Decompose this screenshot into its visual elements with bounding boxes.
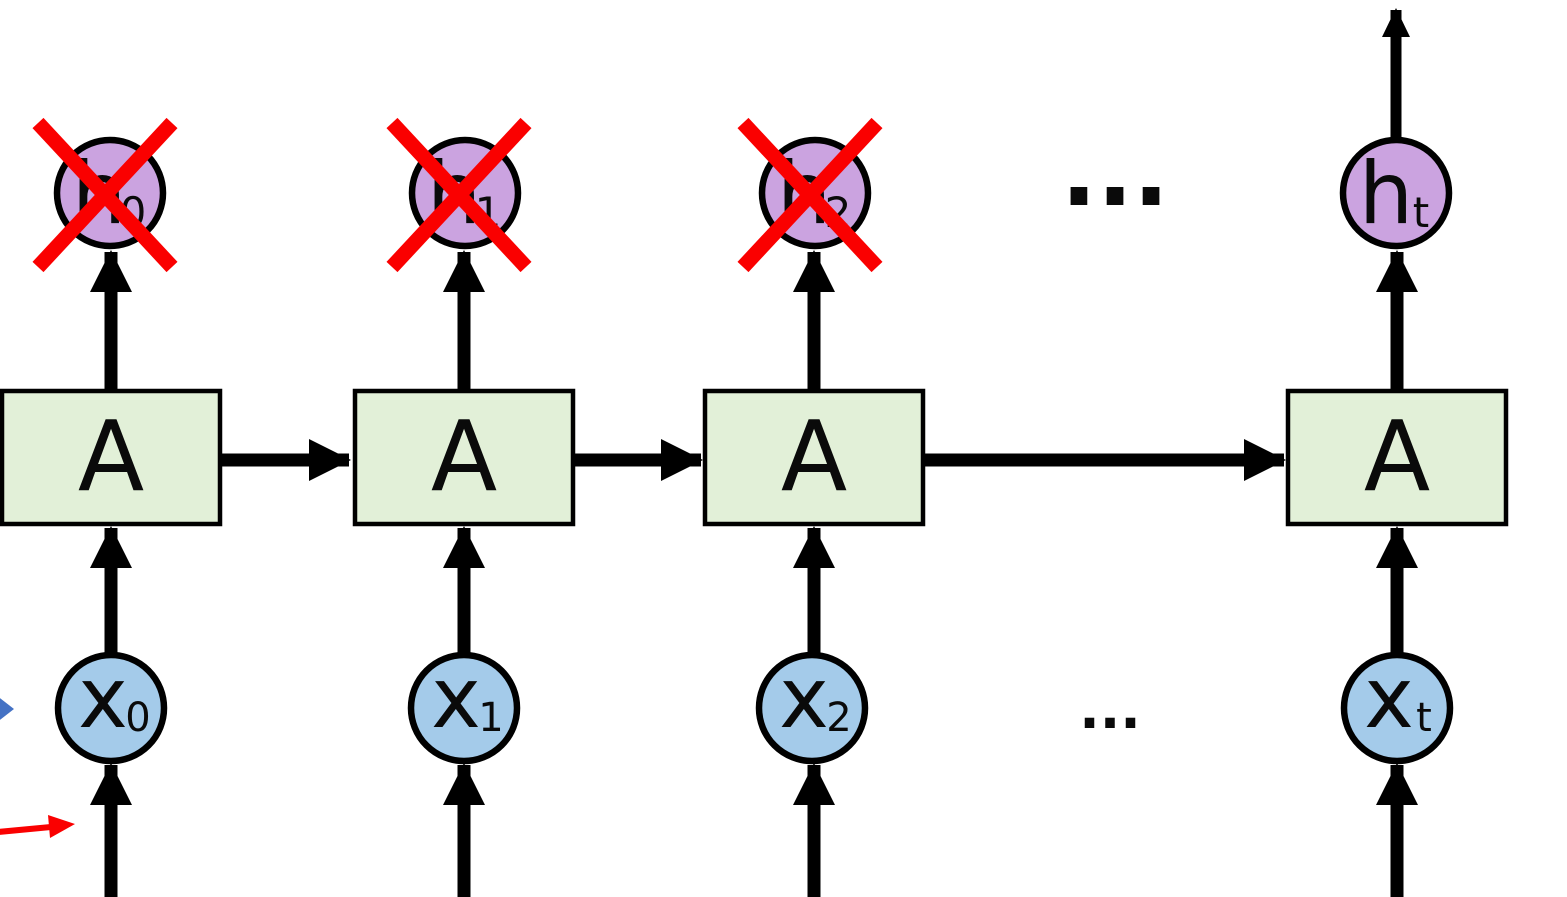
- input-node-x0: [54, 651, 168, 765]
- input-node-xt: [1340, 651, 1454, 765]
- input-sub-x1: 1: [478, 695, 503, 741]
- timestep-column-t: x t A h t: [1285, 8, 1509, 897]
- timestep-column-2: x 2 A h 2: [702, 117, 926, 897]
- cell-a-1: [352, 388, 576, 527]
- output-label-ht: h: [1359, 144, 1414, 244]
- output-row-ellipsis: ...: [1061, 118, 1169, 228]
- cross-stroke: [386, 117, 532, 273]
- cell-a-2: [702, 388, 926, 527]
- blue-pointer-arrowhead-icon: [0, 698, 14, 720]
- timestep-column-1: x 1 A h 1: [352, 117, 576, 897]
- input-label-x1: x: [431, 649, 481, 747]
- cross-stroke: [737, 117, 883, 273]
- cross-out-mark-h0: [32, 117, 178, 273]
- cross-out-mark-h2: [737, 117, 883, 273]
- cell-a-t: [1285, 388, 1509, 527]
- cross-stroke: [32, 117, 178, 273]
- input-label-x0: x: [78, 649, 128, 747]
- cell-label-t: A: [1364, 400, 1430, 513]
- timestep-column-0: x 0 A h 0: [0, 117, 223, 897]
- cell-label-1: A: [431, 400, 497, 513]
- cell-label-0: A: [78, 400, 144, 513]
- input-sub-x2: 2: [826, 695, 851, 741]
- output-sub-ht: t: [1413, 188, 1429, 237]
- red-pointer-arrow-icon: [0, 815, 75, 838]
- cell-a-0: [0, 388, 223, 527]
- input-row-ellipsis: ...: [1079, 678, 1141, 741]
- cell-label-2: A: [781, 400, 847, 513]
- input-label-x2: x: [779, 649, 829, 747]
- input-sub-xt: t: [1416, 695, 1432, 741]
- output-node-ht: [1339, 136, 1453, 250]
- input-node-x1: [407, 651, 521, 765]
- cross-out-mark-h1: [386, 117, 532, 273]
- input-label-xt: x: [1364, 649, 1414, 747]
- red-pointer-shaft: [0, 824, 52, 835]
- red-pointer-head: [48, 815, 75, 838]
- input-sub-x0: 0: [125, 695, 150, 741]
- input-node-x2: [755, 651, 869, 765]
